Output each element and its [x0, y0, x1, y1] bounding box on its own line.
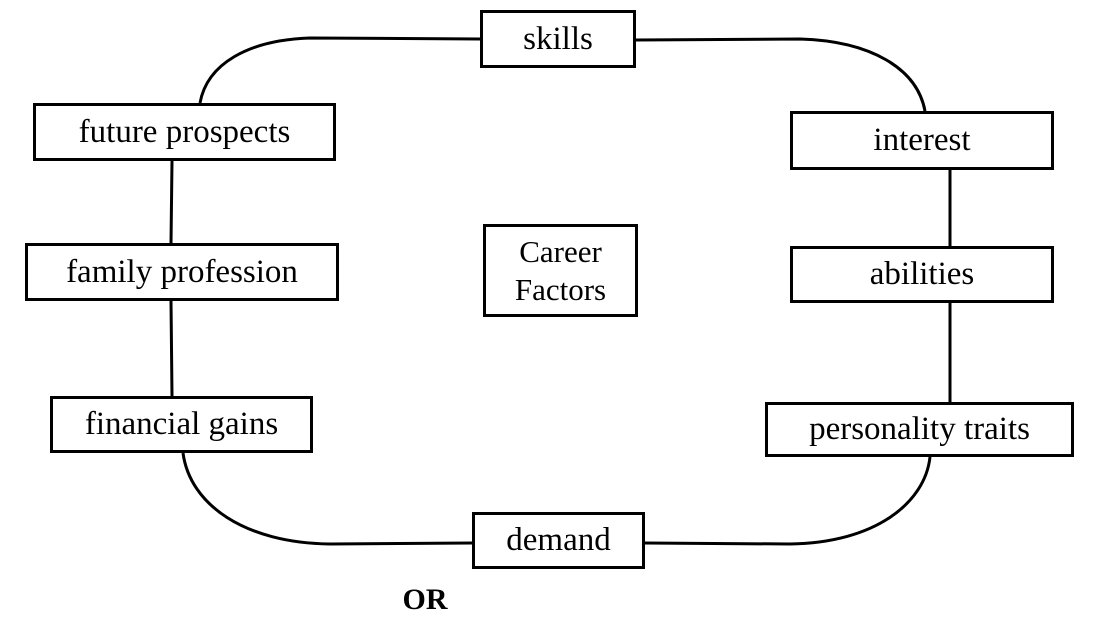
- node-skills[interactable]: skills: [480, 10, 636, 68]
- node-financial-gains-label: financial gains: [84, 406, 279, 443]
- diagram-footnote: OR: [402, 583, 448, 616]
- node-interest[interactable]: interest: [790, 111, 1054, 170]
- node-personality-traits[interactable]: personality traits: [765, 402, 1074, 457]
- edge-skills-interest: [635, 37, 927, 112]
- node-family-profession-label: family profession: [66, 253, 298, 290]
- node-career-factors[interactable]: Career Factors: [483, 224, 638, 317]
- node-financial-gains[interactable]: financial gains: [50, 396, 313, 453]
- node-demand-label: demand: [506, 522, 611, 559]
- edge-future-prospects-skills: [198, 36, 481, 104]
- node-interest-label: interest: [873, 122, 971, 159]
- edge-family-profession-financial-gains: [169, 300, 174, 397]
- edge-demand-personality-traits: [644, 456, 932, 546]
- node-career-factors-label: Career Factors: [514, 233, 607, 307]
- node-future-prospects-label: future prospects: [78, 113, 291, 150]
- node-abilities[interactable]: abilities: [790, 246, 1054, 303]
- edge-future-prospects-family-profession: [169, 160, 174, 244]
- node-abilities-label: abilities: [869, 256, 975, 293]
- node-future-prospects[interactable]: future prospects: [33, 103, 336, 161]
- node-family-profession[interactable]: family profession: [25, 243, 339, 301]
- edge-financial-gains-demand: [181, 452, 473, 546]
- node-personality-traits-label: personality traits: [809, 411, 1030, 448]
- node-skills-label: skills: [523, 20, 593, 57]
- node-demand[interactable]: demand: [472, 512, 645, 569]
